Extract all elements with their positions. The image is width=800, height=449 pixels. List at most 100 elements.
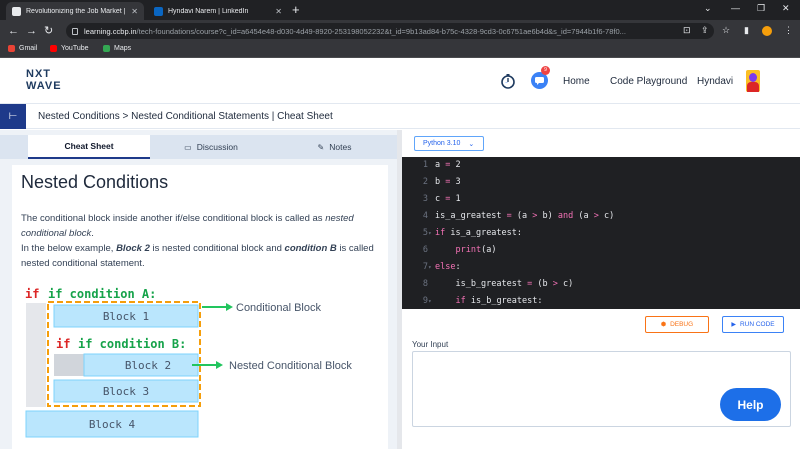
- nav-code-playground[interactable]: Code Playground: [610, 76, 688, 87]
- code-line[interactable]: 8 is_b_greatest = (b > c): [422, 279, 574, 289]
- bug-icon: ⬢: [660, 322, 667, 328]
- conditional-block-label: Conditional Block: [236, 302, 321, 314]
- menu-kebab-icon[interactable]: ⋮: [784, 25, 793, 35]
- profile-avatar[interactable]: [762, 26, 772, 36]
- reload-icon[interactable]: ↻: [44, 25, 54, 37]
- tab-notes[interactable]: ✎ Notes: [272, 135, 397, 159]
- notes-icon: ✎: [317, 142, 325, 152]
- block-1-label: Block 1: [103, 310, 149, 323]
- if-keyword-a: if: [25, 287, 39, 301]
- address-bar-row: ← → ↻ learning.ccbp.in/tech-foundations/…: [0, 20, 800, 42]
- side-panel-icon[interactable]: ▮: [744, 25, 749, 35]
- play-icon: ▶: [731, 322, 736, 328]
- bookmark-youtube[interactable]: YouTube: [50, 45, 89, 52]
- code-line[interactable]: 5 ▾ if is_a_greatest:: [402, 225, 800, 242]
- avatar[interactable]: [746, 70, 760, 92]
- maps-icon: [103, 45, 110, 52]
- tab-title: Revolutionizing the Job Market |: [26, 7, 126, 15]
- block-2-label: Block 2: [125, 359, 171, 372]
- new-tab-button[interactable]: +: [292, 2, 300, 17]
- gmail-icon: [8, 45, 15, 52]
- block-4-label: Block 4: [89, 418, 136, 431]
- linkedin-icon: [154, 6, 163, 16]
- code-editor[interactable]: 1 a = 2 2 b = 3 3 c = 1 4 is_a_greatest …: [402, 157, 800, 309]
- minimize-icon[interactable]: —: [731, 3, 740, 13]
- code-line[interactable]: 2 b = 3: [422, 177, 461, 187]
- content-tabs: Cheat Sheet ▭ Discussion ✎ Notes: [0, 135, 397, 159]
- code-line[interactable]: 3 c = 1: [422, 194, 461, 204]
- share-icon[interactable]: ⇪: [701, 25, 709, 35]
- debug-button[interactable]: ⬢ DEBUG: [645, 316, 709, 333]
- stopwatch-icon[interactable]: [500, 73, 516, 89]
- breadcrumb: Nested Conditions > Nested Conditional S…: [38, 111, 333, 122]
- google-lens-icon[interactable]: ⊡: [683, 25, 691, 35]
- nav-home[interactable]: Home: [563, 76, 590, 87]
- nested-conditions-diagram: if if condition A: Block 1 if if conditi…: [25, 287, 352, 438]
- page-title: Nested Conditions: [21, 172, 169, 192]
- restore-icon[interactable]: ❐: [757, 3, 766, 13]
- collapse-sidebar-button[interactable]: ⊢: [0, 104, 26, 129]
- run-code-button[interactable]: ▶ RUN CODE: [722, 316, 784, 333]
- code-line[interactable]: 6 print(a): [422, 245, 497, 255]
- fold-chevron-icon: ▾: [428, 264, 432, 271]
- url-text: learning.ccbp.in/tech-foundations/course…: [84, 26, 626, 36]
- logo-line2: WAVE: [26, 80, 62, 92]
- python-version-label: Python 3.10: [423, 140, 461, 147]
- right-pane: Python 3.10 ⌄ 1 a = 2 2 b = 3 3 c = 1 4 …: [402, 130, 800, 449]
- nav-profile-name[interactable]: Hyndavi: [697, 76, 734, 87]
- chevron-down-icon: ⌄: [468, 140, 475, 148]
- tab-search-icon[interactable]: ⌄: [704, 3, 712, 13]
- cheat-sheet-content: Nested Conditions The conditional block …: [12, 165, 388, 449]
- tab-title: Hyndavi Narem | LinkedIn: [168, 7, 249, 15]
- forward-icon[interactable]: →: [26, 25, 37, 37]
- url-input[interactable]: learning.ccbp.in/tech-foundations/course…: [66, 23, 714, 39]
- if-keyword-b: if: [56, 337, 70, 351]
- bookmarks-bar: Gmail YouTube Maps: [0, 42, 800, 58]
- description-text: The conditional block inside another if/…: [21, 213, 374, 269]
- app-header: NXT WAVE 9 Home Code Playground Hyndavi: [0, 58, 800, 104]
- breadcrumb-bar: ⊢ Nested Conditions > Nested Conditional…: [0, 104, 800, 129]
- nested-conditional-block-label: Nested Conditional Block: [229, 360, 352, 372]
- youtube-icon: [50, 45, 57, 52]
- browser-tab-bar: Revolutionizing the Job Market | ✕ Hynda…: [0, 0, 800, 20]
- debug-label: DEBUG: [670, 321, 694, 328]
- window-close-icon[interactable]: ✕: [782, 3, 790, 13]
- block-3-label: Block 3: [103, 385, 149, 398]
- lock-icon: [72, 27, 78, 35]
- help-button[interactable]: Help: [720, 388, 781, 421]
- chat-icon[interactable]: [531, 72, 548, 89]
- input-label: Your Input: [412, 340, 449, 349]
- chat-icon: ▭: [184, 142, 192, 152]
- code-line[interactable]: 9 ▾ if is_b_greatest:: [402, 293, 800, 309]
- browser-tab-linkedin[interactable]: Hyndavi Narem | LinkedIn ✕: [148, 2, 288, 20]
- tab-label: Notes: [329, 142, 352, 152]
- bookmark-label: Maps: [114, 45, 132, 52]
- bookmark-gmail[interactable]: Gmail: [8, 45, 37, 52]
- bookmark-label: Gmail: [19, 45, 38, 52]
- tab-discussion[interactable]: ▭ Discussion: [150, 135, 272, 159]
- tab-label: Discussion: [196, 142, 238, 152]
- logo-line1: NXT: [26, 68, 51, 80]
- nxtwave-logo[interactable]: NXT WAVE: [26, 68, 76, 94]
- run-label: RUN CODE: [739, 321, 775, 328]
- bookmark-maps[interactable]: Maps: [103, 45, 131, 52]
- code-line[interactable]: 7 ▾ else:: [402, 259, 800, 276]
- left-pane: Cheat Sheet ▭ Discussion ✎ Notes Nested …: [0, 130, 397, 449]
- tab-cheat-sheet[interactable]: Cheat Sheet: [28, 135, 150, 159]
- notification-badge: 9: [541, 66, 550, 75]
- pane-resize-handle[interactable]: [397, 130, 402, 449]
- back-icon[interactable]: ←: [8, 25, 19, 37]
- browser-tab-active[interactable]: Revolutionizing the Job Market | ✕: [6, 2, 144, 20]
- close-icon[interactable]: ✕: [131, 6, 138, 16]
- fold-chevron-icon: ▾: [428, 230, 432, 237]
- fold-chevron-icon: ▾: [428, 298, 432, 305]
- if-condition-b: if condition B:: [78, 337, 186, 351]
- site-favicon-icon: [12, 6, 21, 16]
- bookmark-star-icon[interactable]: ☆: [722, 25, 731, 35]
- bookmark-label: YouTube: [61, 45, 89, 52]
- code-line[interactable]: 4 is_a_greatest = (a > b) and (a > c): [422, 211, 615, 221]
- code-line[interactable]: 1 a = 2: [422, 160, 461, 170]
- close-icon[interactable]: ✕: [275, 6, 282, 16]
- if-condition-a: if condition A:: [48, 287, 156, 301]
- python-version-select[interactable]: Python 3.10 ⌄: [414, 136, 484, 151]
